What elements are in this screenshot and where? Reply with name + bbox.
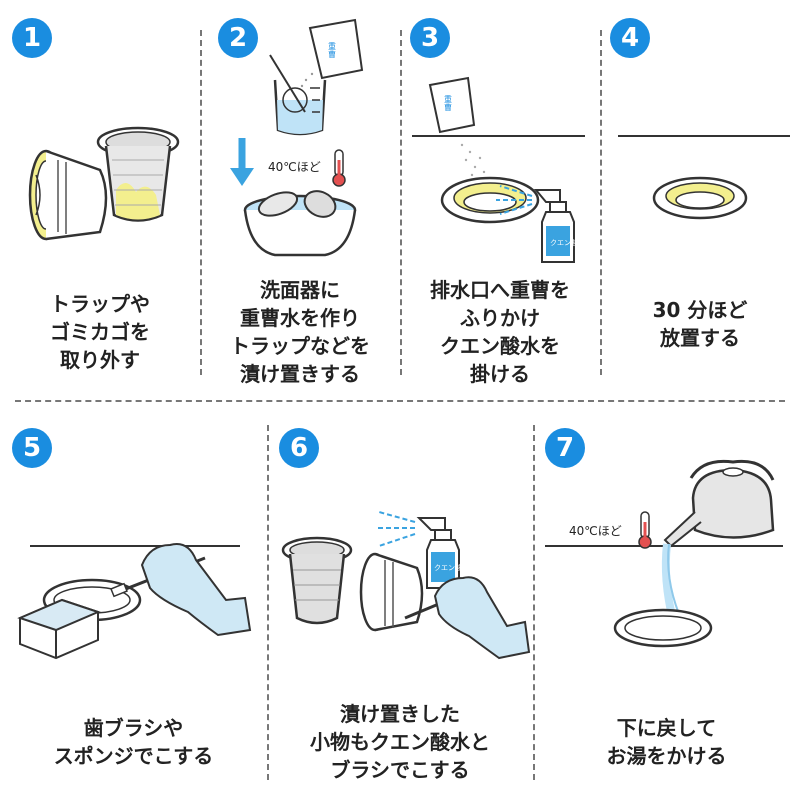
step-caption: 洗面器に 重曹水を作り トラップなどを 漬け置きする [230, 278, 370, 386]
step-caption: 排水口へ重曹を ふりかけ クエン酸水を 掛ける [430, 278, 570, 386]
drain-wait-illustration [618, 135, 790, 220]
temperature-label: 40℃ほど [268, 160, 321, 174]
step-1: 1 トラップや ゴミカゴを 取り外す [0, 0, 200, 400]
step-number-badge: 7 [545, 428, 585, 468]
soaking-illustration: 重曹 [230, 18, 364, 257]
step-5: 5 歯ブラシや スポンジでこする [0, 400, 267, 800]
step-caption: トラップや ゴミカゴを 取り外す [50, 292, 150, 372]
divider-v-3 [600, 30, 602, 375]
citric-acid-label: クエン酸 [550, 238, 578, 247]
step-number-badge: 3 [410, 18, 450, 58]
step-7: 7 40℃ほど 下に戻して お湯をかける [533, 400, 800, 800]
step-caption: 漬け置きした 小物もクエン酸水と ブラシでこする [310, 702, 490, 782]
divider-h [15, 400, 785, 402]
step-number-badge: 1 [12, 18, 52, 58]
divider-v-4 [267, 425, 269, 780]
divider-v-2 [400, 30, 402, 375]
citric-acid-label: クエン酸 [434, 563, 462, 572]
temperature-label: 40℃ほど [569, 524, 622, 538]
step-number-badge: 4 [610, 18, 650, 58]
scrub-parts-illustration: クエン酸 [281, 511, 531, 660]
divider-v-5 [533, 425, 535, 780]
step-number-badge: 5 [12, 428, 52, 468]
step-4: 4 30 分ほど 放置する [600, 0, 800, 400]
step-2: 2 重曹 40℃ほど 洗面器に 重曹水を作り トラップなどを 漬け置きする [200, 0, 400, 400]
step-caption: 30 分ほど 放置する [652, 298, 748, 350]
baking-soda-label: 重曹 [444, 94, 453, 112]
step-caption: 歯ブラシや スポンジでこする [53, 716, 214, 768]
step-number-badge: 6 [279, 428, 319, 468]
step-6: 6 クエン酸 漬け置きした 小物もクエン酸水と ブラシでこする [267, 400, 533, 800]
step-3: 3 重曹 クエン酸 排水口へ重曹を ふりかけ クエン酸水を 掛ける [400, 0, 600, 400]
step-number-badge: 2 [218, 18, 258, 58]
baking-soda-label: 重曹 [328, 41, 337, 59]
sprinkle-spray-illustration: 重曹 クエン酸 [412, 76, 585, 263]
trap-and-basket-illustration [28, 126, 180, 241]
brush-sponge-illustration [17, 543, 252, 660]
step-caption: 下に戻して お湯をかける [606, 716, 727, 768]
hot-water-illustration [545, 459, 783, 648]
divider-v-1 [200, 30, 202, 375]
